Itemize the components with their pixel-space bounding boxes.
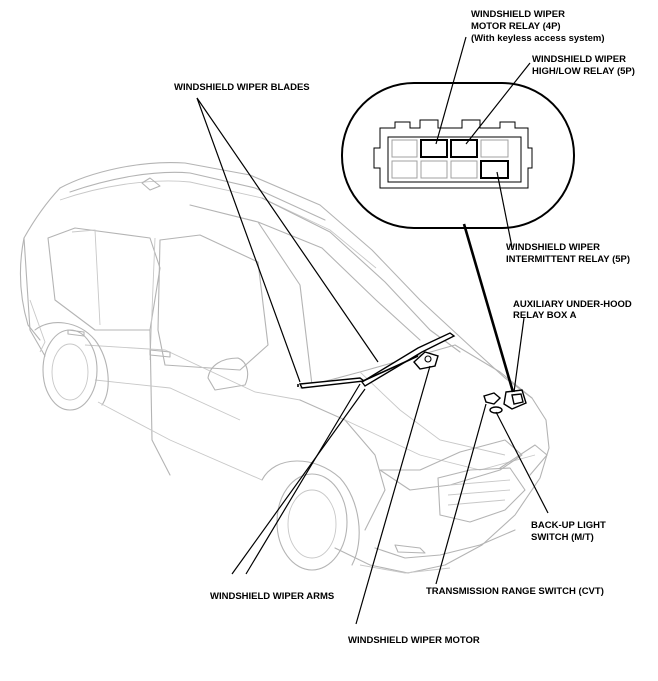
svg-text:WINDSHIELD WIPER BLADES: WINDSHIELD WIPER BLADES — [174, 82, 310, 93]
leader-lines — [196, 36, 549, 625]
wiper-blade-right — [360, 332, 456, 387]
wiper-arm-right — [362, 355, 419, 382]
label-wiper-motor-relay: WINDSHIELD WIPER MOTOR RELAY (4P) (With … — [471, 9, 605, 44]
svg-text:(With keyless access system): (With keyless access system) — [471, 33, 605, 44]
label-wiper-motor: WINDSHIELD WIPER MOTOR — [348, 635, 480, 646]
svg-text:HIGH/LOW RELAY (5P): HIGH/LOW RELAY (5P) — [532, 66, 635, 77]
svg-text:WINDSHIELD WIPER MOTOR: WINDSHIELD WIPER MOTOR — [348, 635, 480, 646]
label-aux-relay-box: AUXILIARY UNDER-HOOD RELAY BOX A — [513, 299, 632, 321]
motor-relay-cell — [420, 139, 448, 158]
svg-text:RELAY BOX A: RELAY BOX A — [513, 310, 577, 321]
svg-text:INTERMITTENT RELAY (5P): INTERMITTENT RELAY (5P) — [506, 254, 630, 265]
intermittent-relay-cell — [480, 160, 509, 179]
svg-text:WINDSHIELD WIPER ARMS: WINDSHIELD WIPER ARMS — [210, 591, 334, 602]
label-high-low-relay: WINDSHIELD WIPER HIGH/LOW RELAY (5P) — [532, 54, 635, 77]
relay-box-inset — [341, 82, 575, 229]
label-wiper-blades: WINDSHIELD WIPER BLADES — [174, 82, 310, 93]
range-switch-part — [483, 392, 502, 405]
svg-text:WINDSHIELD WIPER: WINDSHIELD WIPER — [532, 54, 626, 65]
high-low-relay-cell — [450, 139, 478, 158]
svg-text:AUXILIARY UNDER-HOOD: AUXILIARY UNDER-HOOD — [513, 299, 632, 310]
vehicle-outline — [19, 162, 550, 574]
svg-text:SWITCH (M/T): SWITCH (M/T) — [531, 532, 594, 543]
engine-parts — [483, 389, 527, 414]
svg-text:WINDSHIELD WIPER: WINDSHIELD WIPER — [506, 242, 600, 253]
svg-text:WINDSHIELD WIPER: WINDSHIELD WIPER — [471, 9, 565, 20]
svg-text:TRANSMISSION RANGE SWITCH (CVT: TRANSMISSION RANGE SWITCH (CVT) — [426, 586, 604, 597]
label-backup-light-switch: BACK-UP LIGHT SWITCH (M/T) — [531, 520, 606, 543]
svg-text:MOTOR RELAY (4P): MOTOR RELAY (4P) — [471, 21, 561, 32]
svg-text:BACK-UP LIGHT: BACK-UP LIGHT — [531, 520, 606, 531]
wiper-assembly — [297, 332, 456, 389]
label-wiper-arms: WINDSHIELD WIPER ARMS — [210, 591, 334, 602]
label-intermittent-relay: WINDSHIELD WIPER INTERMITTENT RELAY (5P) — [506, 242, 630, 265]
label-range-switch: TRANSMISSION RANGE SWITCH (CVT) — [426, 586, 604, 597]
